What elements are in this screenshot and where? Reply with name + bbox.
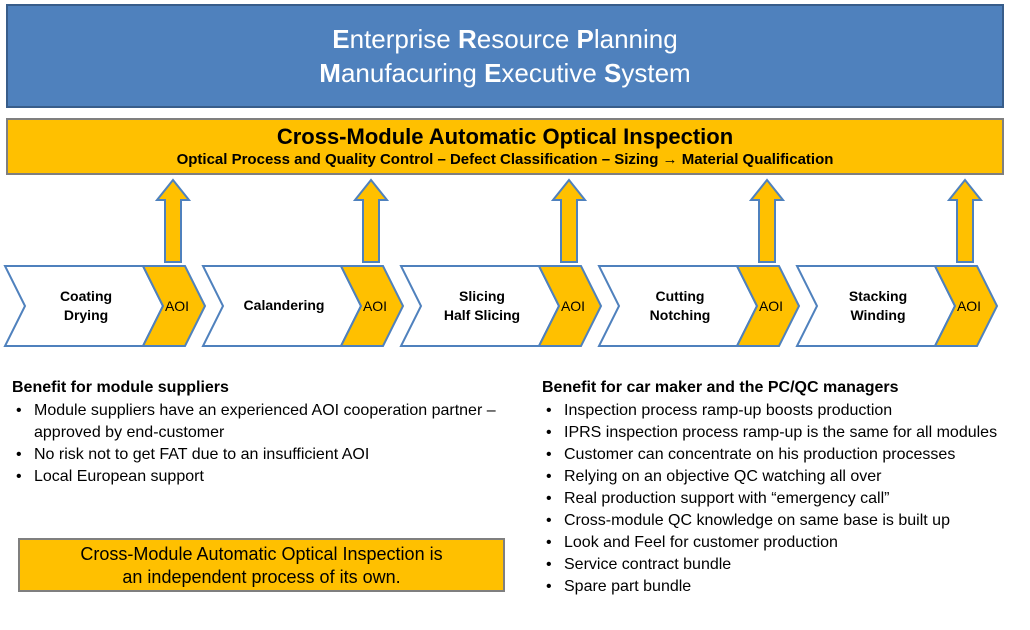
up-arrow-icon xyxy=(550,178,588,263)
aoi-label: AOI xyxy=(362,298,388,314)
aoi-chevron xyxy=(339,265,405,347)
up-arrow-icon xyxy=(154,178,192,263)
erp-word-3: lanning xyxy=(593,24,678,54)
step-label-line-1: Calandering xyxy=(243,297,325,313)
carmaker-benefit-item: Service contract bundle xyxy=(546,554,1022,576)
aoi-label: AOI xyxy=(560,298,586,314)
carmaker-benefit-item: Cross-module QC knowledge on same base i… xyxy=(546,510,1022,532)
benefits-carmaker: Benefit for car maker and the PC/QC mana… xyxy=(542,378,1022,598)
aoi-banner-title: Cross-Module Automatic Optical Inspectio… xyxy=(276,124,734,149)
up-arrow-icon xyxy=(946,178,984,263)
mes-word-2: xecutive xyxy=(501,58,605,88)
aoi-banner-subtitle: Optical Process and Quality Control – De… xyxy=(176,151,834,168)
step-label-line-2: Half Slicing xyxy=(443,307,521,323)
erp-word-1: nterprise xyxy=(349,24,458,54)
carmaker-benefit-item: IPRS inspection process ramp-up is the s… xyxy=(546,422,1022,444)
erp-title: Enterprise Resource Planning xyxy=(8,22,1002,56)
carmaker-benefit-item: Inspection process ramp-up boosts produc… xyxy=(546,400,1022,422)
up-arrow-icon xyxy=(352,178,390,263)
supplier-benefit-item: Module suppliers have an experienced AOI… xyxy=(16,400,512,444)
erp-initial-r: R xyxy=(458,24,477,54)
carmaker-benefit-item: Spare part bundle xyxy=(546,576,1022,598)
erp-mes-banner: Enterprise Resource Planning Manufacurin… xyxy=(6,4,1004,108)
erp-initial-p: P xyxy=(576,24,594,54)
note-line-2: an independent process of its own. xyxy=(122,567,401,587)
erp-word-2: esource xyxy=(476,24,577,54)
supplier-benefit-item: No risk not to get FAT due to an insuffi… xyxy=(16,444,512,466)
independent-process-note: Cross-Module Automatic Optical Inspectio… xyxy=(18,538,505,592)
supplier-benefit-item: Local European support xyxy=(16,466,512,488)
step-label-line-1: Slicing xyxy=(459,288,505,304)
carmaker-benefit-item: Customer can concentrate on his producti… xyxy=(546,444,1022,466)
carmaker-benefit-item: Real production support with “emergency … xyxy=(546,488,1022,510)
mes-word-1: anufacuring xyxy=(340,58,485,88)
aoi-chevron xyxy=(537,265,603,347)
step-label-line-2: Winding xyxy=(850,307,906,323)
aoi-banner: Cross-Module Automatic Optical Inspectio… xyxy=(6,118,1004,175)
aoi-chevron xyxy=(141,265,207,347)
benefits-carmaker-title: Benefit for car maker and the PC/QC mana… xyxy=(542,379,899,396)
benefits-suppliers: Benefit for module suppliers Module supp… xyxy=(12,378,512,488)
mes-initial-e: E xyxy=(484,58,502,88)
step-label-line-2: Drying xyxy=(63,307,109,323)
benefits-suppliers-title: Benefit for module suppliers xyxy=(12,379,229,396)
benefits-suppliers-list: Module suppliers have an experienced AOI… xyxy=(12,400,512,488)
mes-initial-m: M xyxy=(319,58,341,88)
process-step-label: Calandering xyxy=(219,296,349,315)
aoi-label: AOI xyxy=(956,298,982,314)
step-label-line-2: Notching xyxy=(649,307,711,323)
process-chain xyxy=(3,178,999,347)
step-label-line-1: Stacking xyxy=(848,288,908,304)
aoi-label: AOI xyxy=(164,298,190,314)
erp-initial-e: E xyxy=(332,24,350,54)
carmaker-benefit-item: Relying on an objective QC watching all … xyxy=(546,466,1022,488)
step-label-line-1: Coating xyxy=(59,288,113,304)
mes-title: Manufacuring Executive System xyxy=(8,56,1002,90)
mes-initial-s: S xyxy=(604,58,622,88)
note-line-1: Cross-Module Automatic Optical Inspectio… xyxy=(80,544,443,564)
up-arrow-icon xyxy=(748,178,786,263)
aoi-chevron xyxy=(735,265,801,347)
aoi-chevron xyxy=(933,265,999,347)
step-label-line-1: Cutting xyxy=(655,288,705,304)
aoi-label: AOI xyxy=(758,298,784,314)
benefits-carmaker-list: Inspection process ramp-up boosts produc… xyxy=(542,400,1022,598)
mes-word-3: ystem xyxy=(621,58,691,88)
carmaker-benefit-item: Look and Feel for customer production xyxy=(546,532,1022,554)
